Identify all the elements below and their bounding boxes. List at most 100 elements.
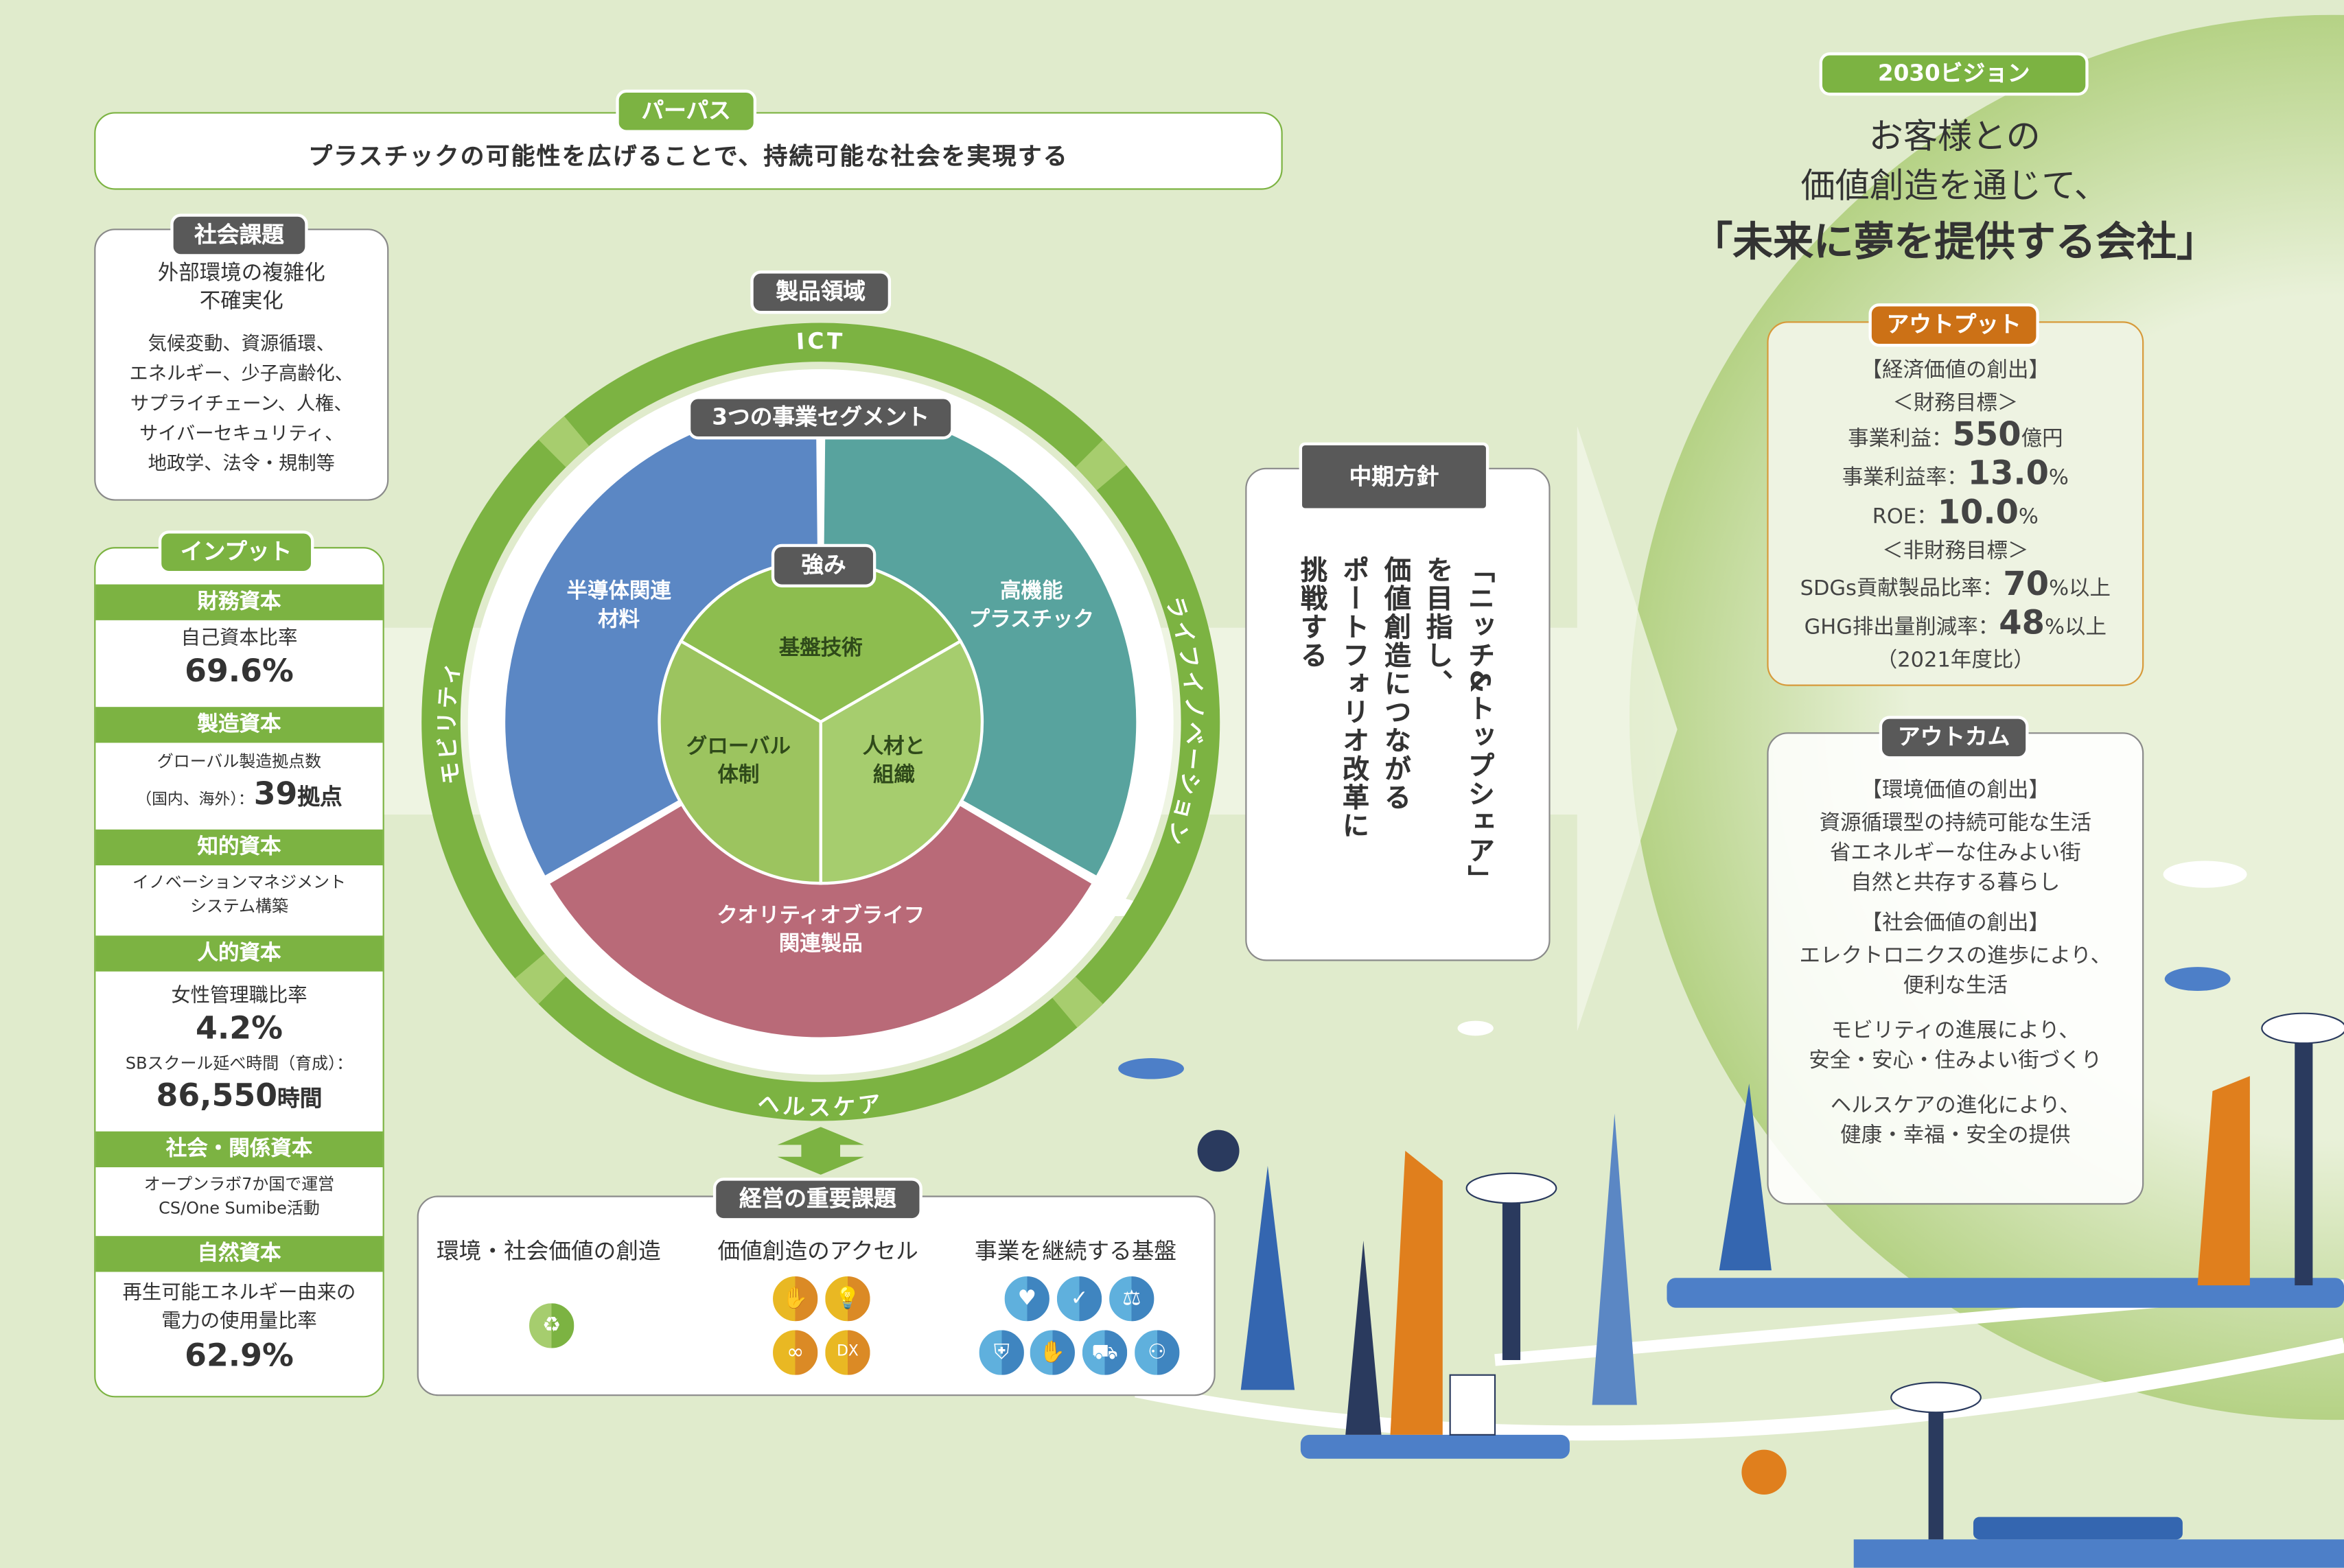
input-tab: インプット [158,530,314,574]
ring-divider [1052,976,1103,1028]
vision-line: お客様との [1868,118,2041,157]
hands-people-icon: ✋ [1028,1329,1077,1377]
capital-natural-title: 自然資本 [95,1236,383,1272]
output-label: 事業利益率： [1842,466,1968,491]
segment-label: 関連製品 [779,932,863,956]
materiality-tab: 経営の重要課題 [712,1178,922,1221]
capital-manufacturing-title: 製造資本 [95,707,383,743]
issue-headline: 不確実化 [199,290,283,314]
purpose-text: プラスチックの可能性を広げることで、持続可能な社会を実現する [308,141,1069,171]
capital-human-title: 人的資本 [95,935,383,972]
issue-item: サプライチェーン、人権、 [130,391,353,414]
strengths-tab: 強み [771,543,877,587]
issue-item: 気候変動、資源循環、 [148,331,335,355]
capital-human: 女性管理職比率 4.2% SBスクール延べ時間（育成）： 86,550時間 [95,972,382,1132]
social-issues-box: 外部環境の複雑化 不確実化 気候変動、資源循環、 エネルギー、少子高齢化、 サプ… [94,229,389,501]
capital-unit: 拠点 [297,783,343,810]
double-arrow-icon [777,1127,864,1175]
people-infinity-icon: ∞ [771,1329,820,1377]
issue-item: サイバーセキュリティ、 [139,421,344,444]
wind-solar-recycle-icon: ♻ [527,1302,576,1350]
outcome-item: モビリティの進展により、 [1831,1019,2080,1044]
ring-label-ict: ICT [796,328,846,355]
segment-label: 高機能 [1000,579,1063,603]
outcome-heading: 【社会価値の創出】 [1861,911,2050,936]
strength-label: グローバル [686,735,791,759]
mid-term-box: 「ニッチ&トップシェア」 を目指し、 価値創造につながる ポートフォリオ改革に … [1245,467,1551,961]
network-people-icon: ⚇ [1133,1329,1181,1377]
capital-value: 69.6% [185,653,294,690]
outcome-item: 資源循環型の持続可能な生活 [1819,811,2092,836]
output-subheading: ＜非財務目標＞ [1882,539,2029,564]
security-shield-icon: ⛨ [977,1329,1026,1377]
capital-value: 4.2% [196,1010,283,1046]
outcome-item: 安全・安心・住みよい街づくり [1809,1049,2102,1073]
capital-value: 39 [253,775,298,812]
vision-line: 「未来に夢を提供する会社」 [1692,220,2217,266]
capital-label: 女性管理職比率 [171,985,307,1007]
outcome-tab: アウトカム [1879,716,2029,760]
capital-value: 86,550 [156,1077,278,1114]
strength-label: 体制 [717,763,759,787]
supply-chain-icon: ⛟ [1080,1329,1129,1377]
output-value: 70 [2003,566,2050,604]
materiality-group-title: 環境・社会価値の創造 [436,1237,661,1265]
product-field-ring [421,323,1220,1121]
materiality-group-title: 事業を継続する基盤 [975,1237,1177,1265]
output-label: GHG排出量削減率： [1804,616,1999,640]
outcome-item: 自然と共存する暮らし [1850,871,2061,896]
output-note: （2021年度比） [1876,648,2034,673]
segment-label: 材料 [598,608,640,632]
ring-divider [515,953,566,1005]
issue-headline: 外部環境の複雑化 [157,261,325,285]
segment-label: クオリティオブライフ [717,903,925,928]
social-issues-tab: 社会課題 [170,213,308,257]
capital-label: オープンラボ7か国で運営 [143,1174,335,1195]
strength-sector [819,639,984,885]
output-unit: 億円 [2021,427,2063,452]
mid-term-tab: 中期方針 [1299,442,1489,511]
capital-label: 再生可能エネルギー由来の [122,1282,356,1305]
outcome-heading: 【環境価値の創出】 [1861,778,2050,803]
strength-label: 基盤技術 [779,636,863,660]
capital-financial: 自己資本比率 69.6% [95,620,382,707]
output-value: 10.0 [1937,494,2019,533]
output-value: 48 [1999,605,2045,643]
scales-icon: ⚖ [1107,1274,1156,1323]
capital-label: グローバル製造拠点数 [156,751,322,771]
output-label: SDGs貢献製品比率： [1800,576,2004,601]
issue-item: エネルギー、少子高齢化、 [129,362,353,384]
ring-divider [538,416,590,467]
heart-plus-icon: ♥ [1003,1274,1052,1323]
strength-sector [658,639,822,885]
capital-natural: 再生可能エネルギー由来の 電力の使用量比率 62.9% [95,1272,382,1381]
output-unit: %以上 [2044,616,2107,640]
segment-label: 半導体関連 [566,579,671,603]
mid-term-line: 「ニッチ&トップシェア」 [1463,556,1495,893]
strength-label: 人材と [863,735,925,759]
mid-term-line: を目指し、 [1422,556,1454,699]
segment-label: プラスチック [969,608,1094,632]
city-illustration [1097,861,2344,1568]
ring-divider [1075,439,1127,491]
outcome-item: 省エネルギーな住みよい街 [1829,841,2081,866]
lightbulb-head-icon: 💡 [824,1274,872,1323]
capital-label: 自己資本比率 [181,627,298,651]
mid-term-line: 挑戦する [1296,556,1328,670]
vision-tab: 2030ビジョン [1819,52,2089,96]
purpose-tab: パーパス [616,89,757,133]
strength-label: 組織 [873,763,915,787]
vision-line: 価値創造を通じて、 [1800,167,2109,207]
handshake-icon: ✋ [771,1274,820,1323]
input-box: 財務資本 自己資本比率 69.6% 製造資本 グローバル製造拠点数 （国内、海外… [94,547,384,1398]
capital-financial-title: 財務資本 [95,584,383,620]
output-label: 事業利益： [1848,427,1953,452]
output-tab: アウトプット [1868,303,2039,347]
output-label: ROE： [1872,505,1938,530]
outcome-item: 健康・幸福・安全の提供 [1840,1123,2071,1148]
capital-label: 電力の使用量比率 [161,1311,317,1333]
magnifier-check-icon: ✓ [1055,1274,1104,1323]
outcome-box: 【環境価値の創出】 資源循環型の持続可能な生活 省エネルギーな住みよい街 自然と… [1767,732,2144,1205]
